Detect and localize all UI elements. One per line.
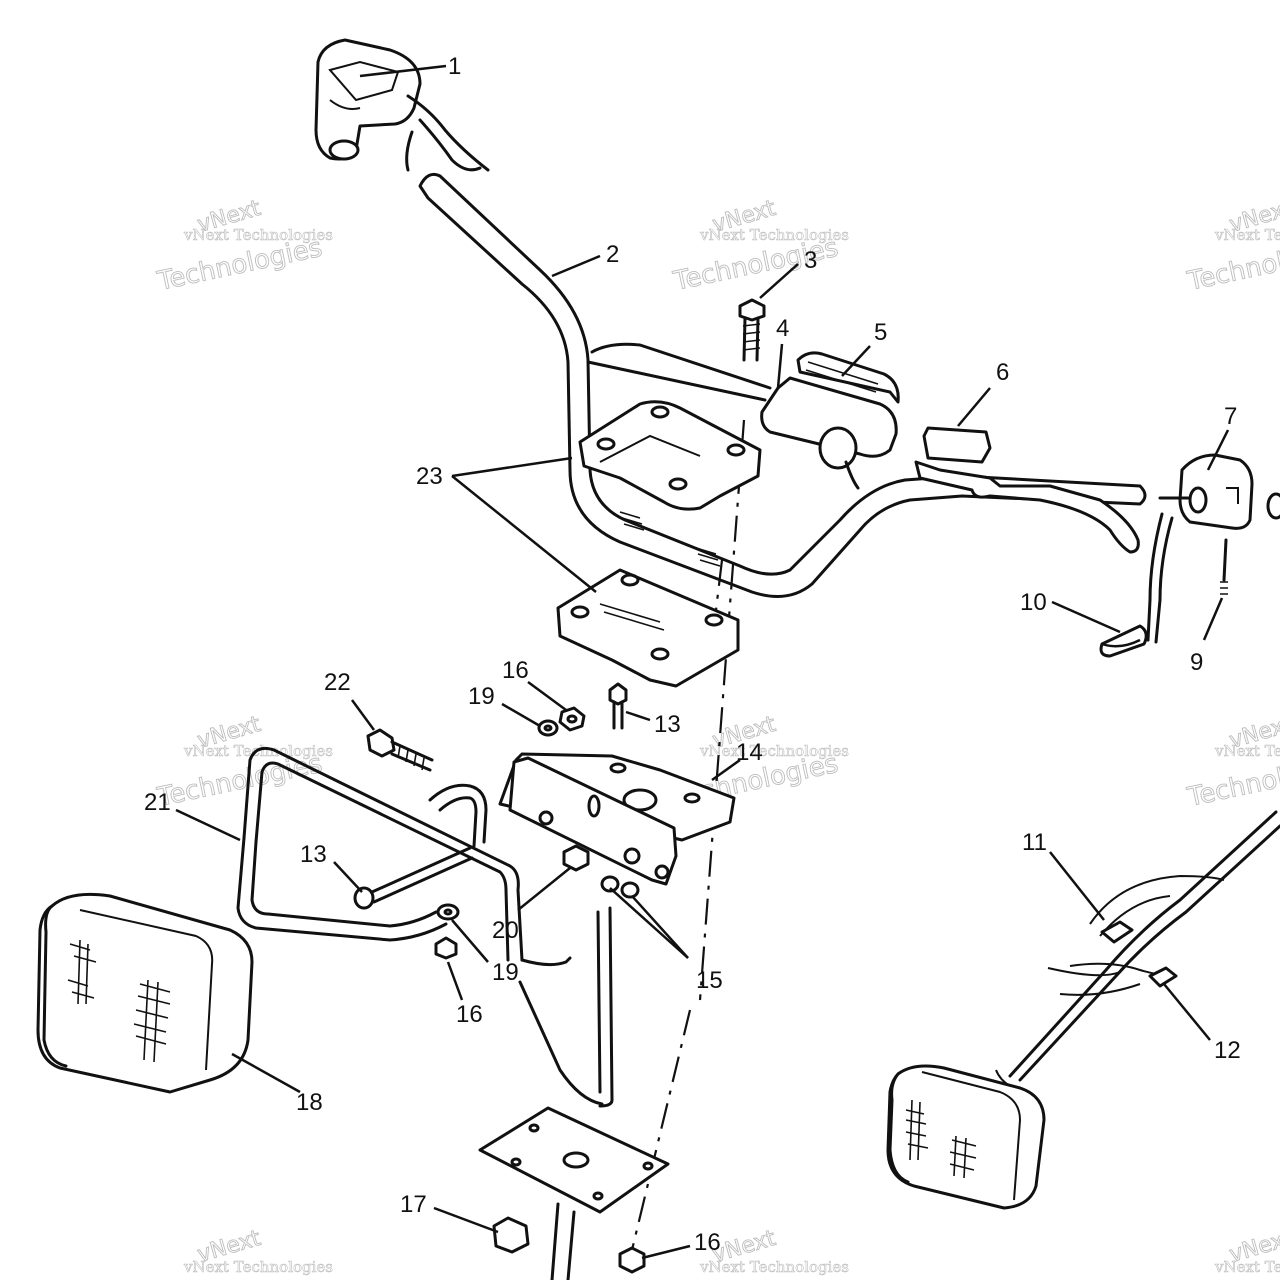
callout-18: 18: [296, 1089, 323, 1116]
callout-22: 22: [324, 669, 351, 696]
callout-4: 4: [776, 315, 789, 342]
callout-13-upper: 13: [654, 711, 681, 738]
nut-20: [562, 844, 590, 872]
nut-16-bottom: [618, 1246, 646, 1274]
switch-housing: [1146, 453, 1280, 644]
callout-13-lower: 13: [300, 841, 327, 868]
bolt-13-lower: [353, 846, 474, 910]
nut-16-upper: [558, 706, 586, 732]
callout-6: 6: [996, 359, 1009, 386]
watermark-mid-right: vNext vNext Technologies Technologies: [1184, 711, 1280, 813]
callout-17: 17: [400, 1191, 427, 1218]
screw-9: [1220, 538, 1228, 595]
watermark-top-center: vNext vNext Technologies Technologies: [670, 195, 850, 297]
callout-20: 20: [492, 917, 519, 944]
leader-lines: [175, 64, 1230, 1260]
handlebar-pad: [760, 351, 900, 490]
wiring-harness: [995, 810, 1280, 1087]
watermark-line: vNext Technologies: [183, 1258, 333, 1276]
nut-16-lower: [434, 936, 458, 960]
watermark-line: vNext Technologies: [699, 226, 849, 244]
assembly-centerlines: [630, 419, 746, 1251]
callout-21: 21: [144, 789, 171, 816]
watermark-bottom-center: vNext vNext Technologies: [699, 1225, 850, 1276]
callout-11: 11: [1022, 829, 1047, 856]
handlebar-clamp-upper: [578, 400, 762, 511]
callout-2: 2: [606, 241, 619, 268]
watermark-line: vNext Technologies: [699, 742, 849, 760]
cable-tie: [1099, 624, 1148, 658]
callout-19-upper: 19: [468, 683, 495, 710]
watermark-line: vNext Technologies: [1214, 1258, 1280, 1276]
bolt-3: [738, 298, 766, 362]
watermark-line: vNext Technologies: [183, 226, 333, 244]
callout-23: 23: [416, 463, 443, 490]
watermark-mid-left: vNext vNext Technologies Technologies: [154, 711, 334, 813]
mount-bracket: [498, 752, 736, 886]
callout-5: 5: [874, 319, 887, 346]
watermark-top-left: vNext vNext Technologies Technologies: [154, 195, 334, 297]
callout-19-lower: 19: [492, 959, 519, 986]
bolt-13-upper: [608, 682, 628, 730]
headlight-guard: [236, 746, 614, 1108]
callout-16-upper: 16: [502, 657, 529, 684]
callout-16-bottom: 16: [694, 1229, 721, 1256]
bolt-22: [366, 728, 434, 772]
callout-3: 3: [804, 247, 817, 274]
callout-10: 10: [1020, 589, 1047, 616]
handlebar: [418, 172, 1147, 598]
watermark-line: vNext Technologies: [1214, 226, 1280, 244]
washer-19-upper: [537, 719, 559, 737]
watermark-line: vNext Technologies: [699, 1258, 849, 1276]
handlebar-clamp-lower: [556, 568, 740, 688]
callout-14: 14: [736, 739, 763, 766]
headlight-left: [36, 892, 254, 1094]
brake-lever: [914, 426, 1140, 554]
throttle-housing: [314, 38, 490, 172]
callout-9: 9: [1190, 649, 1203, 676]
callout-1: 1: [448, 53, 461, 80]
clip-17: [492, 1216, 530, 1254]
headlight-right: [886, 1064, 1046, 1210]
watermark-bottom-left: vNext vNext Technologies: [183, 1225, 334, 1276]
watermark-bottom-right: vNext vNext Technologies: [1214, 1225, 1280, 1276]
callout-labels: 1 2 3 4 5 6 7 9 10 11 12 13 13 14 15 16 …: [144, 53, 1241, 1256]
watermark-top-right: vNext vNext Technologies Technologies: [1184, 195, 1280, 297]
callout-12: 12: [1214, 1037, 1241, 1064]
mount-plate: [478, 1106, 670, 1280]
watermark-line: vNext Technologies: [1214, 742, 1280, 760]
washer-19-lower: [436, 903, 460, 921]
callout-15: 15: [696, 967, 723, 994]
washers-15: [600, 875, 640, 899]
callout-7: 7: [1224, 403, 1237, 430]
callout-16-lower: 16: [456, 1001, 483, 1028]
